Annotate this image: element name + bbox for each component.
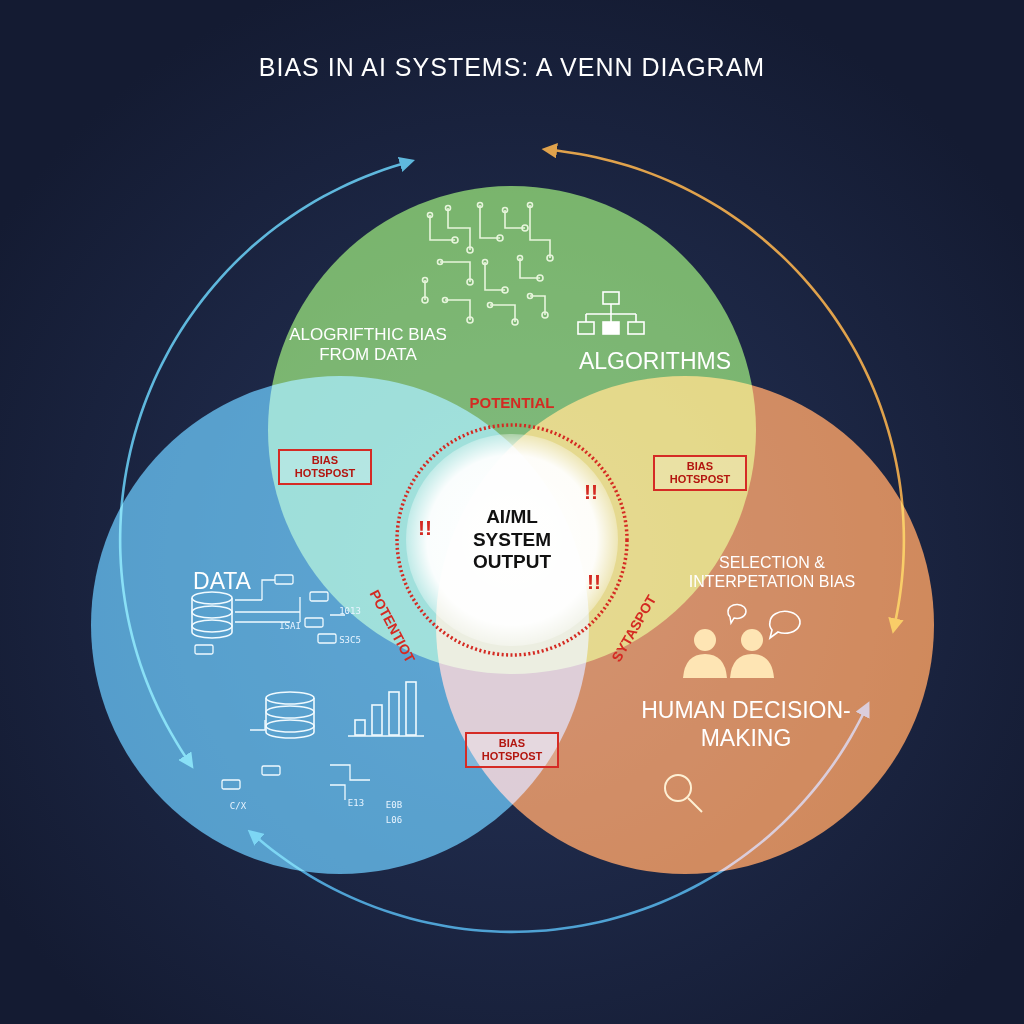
data-tag: C/X xyxy=(230,801,246,812)
region-title: AI/ML SYSTEM OUTPUT xyxy=(452,506,572,574)
region-title: HUMAN DECISION-MAKING xyxy=(634,697,859,752)
region-title: DATA xyxy=(167,568,277,596)
data-tag: L06 xyxy=(386,815,402,826)
alert-mark: !! xyxy=(587,569,601,594)
hotspot-box: BIAS HOTSPOST xyxy=(278,449,372,484)
hotspot-text: BIAS HOTSPOST xyxy=(661,460,739,485)
region-note: SELECTION & INTERPETATION BIAS xyxy=(677,553,867,591)
hotspot-text: BIAS HOTSPOST xyxy=(286,454,364,479)
region-title: ALGORITHMS xyxy=(555,348,755,376)
output-circle: AI/ML SYSTEM OUTPUT xyxy=(394,422,630,658)
risk-ring xyxy=(397,425,627,655)
hotspot-box: BIAS HOTSPOST xyxy=(653,455,747,490)
alert-mark: !! xyxy=(584,479,598,504)
data-tag: E13 xyxy=(348,798,364,809)
hotspot-text: BIAS HOTSPOST xyxy=(473,737,551,762)
diagram-title: BIAS IN AI SYSTEMS: A VENN DIAGRAM xyxy=(0,52,1024,82)
data-tag: S3C5 xyxy=(339,635,361,646)
data-tag: 1013 xyxy=(339,606,361,617)
region-note: ALOGRIFTHIC BIAS FROM DATA xyxy=(281,325,456,366)
potential-label: POTENTIAL xyxy=(470,394,555,412)
hotspot-box: BIAS HOTSPOST xyxy=(465,732,559,767)
data-tag: ISAI xyxy=(279,621,301,632)
data-tag: E0B xyxy=(386,800,402,811)
output-disc-fill xyxy=(406,434,618,646)
alert-mark: !! xyxy=(418,515,432,540)
